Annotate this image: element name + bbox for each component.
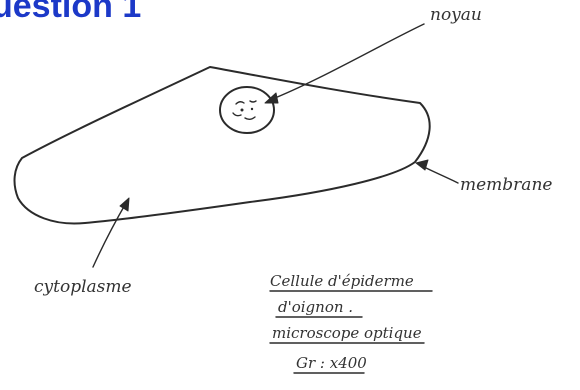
- question-heading: uestion 1: [0, 0, 141, 25]
- caption-line-2: d'oignon .: [278, 298, 353, 316]
- caption-line-3: microscope optique: [272, 324, 422, 342]
- nucleus-outline: [219, 86, 275, 134]
- caption: Cellule d'épiderme d'oignon . microscope…: [269, 272, 433, 374]
- nucleus-scribbles: [232, 100, 257, 120]
- label-membrane: membrane: [460, 175, 552, 195]
- caption-line-4: Gr : x400: [296, 354, 367, 372]
- caption-line-1: Cellule d'épiderme: [270, 272, 414, 290]
- membrane-arrow: [415, 159, 459, 184]
- label-noyau: noyau: [430, 5, 482, 25]
- cell-membrane-outline: [13, 66, 431, 225]
- label-cytoplasme: cytoplasme: [34, 277, 132, 297]
- cytoplasme-arrow: [92, 197, 130, 268]
- noyau-arrow: [264, 23, 425, 104]
